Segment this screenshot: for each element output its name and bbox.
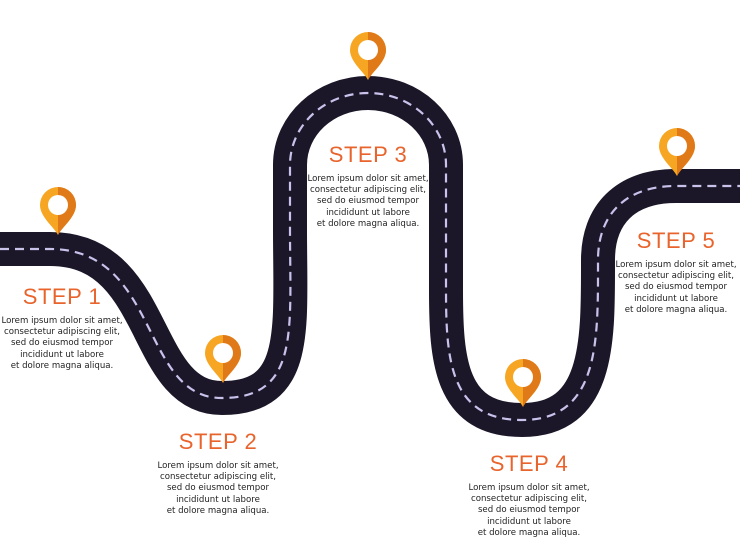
step-description: Lorem ipsum dolor sit amet, consectetur … bbox=[468, 483, 590, 538]
step-5: STEP 5 Lorem ipsum dolor sit amet, conse… bbox=[576, 228, 740, 316]
step-title: STEP 4 bbox=[489, 451, 569, 476]
step-4-location-pin-icon bbox=[505, 359, 541, 407]
step-3-location-pin-icon bbox=[350, 32, 386, 80]
step-1-location-pin-icon bbox=[40, 187, 76, 235]
step-1: STEP 1 Lorem ipsum dolor sit amet, conse… bbox=[0, 284, 162, 372]
step-title: STEP 5 bbox=[636, 228, 716, 253]
step-description: Lorem ipsum dolor sit amet, consectetur … bbox=[615, 260, 737, 315]
step-2: STEP 2 Lorem ipsum dolor sit amet, conse… bbox=[118, 429, 318, 517]
step-2-location-pin-icon bbox=[205, 335, 241, 383]
step-description: Lorem ipsum dolor sit amet, consectetur … bbox=[307, 174, 429, 229]
step-description: Lorem ipsum dolor sit amet, consectetur … bbox=[1, 316, 123, 371]
road-center-dashes bbox=[0, 91, 740, 422]
step-title: STEP 2 bbox=[178, 429, 258, 454]
step-3: STEP 3 Lorem ipsum dolor sit amet, conse… bbox=[268, 142, 468, 230]
step-5-location-pin-icon bbox=[659, 128, 695, 176]
step-title: STEP 3 bbox=[328, 142, 408, 167]
step-4: STEP 4 Lorem ipsum dolor sit amet, conse… bbox=[429, 451, 629, 539]
step-title: STEP 1 bbox=[22, 284, 102, 309]
step-description: Lorem ipsum dolor sit amet, consectetur … bbox=[157, 461, 279, 516]
